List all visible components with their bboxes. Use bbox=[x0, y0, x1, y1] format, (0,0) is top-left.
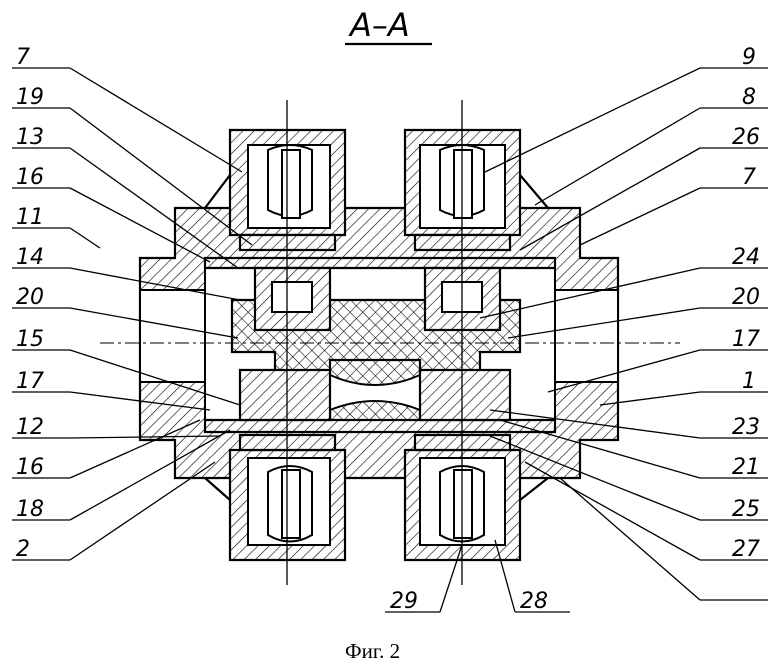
label-26: 26 bbox=[732, 125, 760, 150]
label-12: 12 bbox=[16, 415, 44, 440]
label-29: 29 bbox=[390, 589, 418, 614]
label-8: 8 bbox=[742, 85, 756, 110]
label-21: 21 bbox=[732, 455, 760, 480]
label-27: 27 bbox=[732, 537, 760, 562]
label-28: 28 bbox=[520, 589, 548, 614]
label-2: 2 bbox=[16, 537, 30, 562]
label-13: 13 bbox=[16, 125, 44, 150]
label-7-left: 7 bbox=[16, 45, 30, 70]
label-17-left: 17 bbox=[16, 369, 44, 394]
section-title: А–А bbox=[348, 6, 410, 44]
label-20-right: 20 bbox=[732, 285, 760, 310]
label-20-left: 20 bbox=[16, 285, 44, 310]
center-lines bbox=[100, 100, 680, 585]
label-19: 19 bbox=[16, 85, 44, 110]
label-16-top: 16 bbox=[16, 165, 44, 190]
label-17-right: 17 bbox=[732, 327, 760, 352]
label-9: 9 bbox=[742, 45, 756, 70]
label-25: 25 bbox=[732, 497, 760, 522]
figure-caption: Фиг. 2 bbox=[345, 639, 400, 663]
label-18: 18 bbox=[16, 497, 44, 522]
label-7-right: 7 bbox=[742, 165, 756, 190]
chamfers bbox=[204, 174, 549, 501]
leader-lines bbox=[12, 67, 768, 613]
label-24: 24 bbox=[732, 245, 760, 270]
label-1: 1 bbox=[742, 369, 756, 394]
label-16-bottom: 16 bbox=[16, 455, 44, 480]
label-11: 11 bbox=[16, 205, 44, 230]
label-23: 23 bbox=[732, 415, 760, 440]
label-15: 15 bbox=[16, 327, 44, 352]
label-14: 14 bbox=[16, 245, 44, 270]
